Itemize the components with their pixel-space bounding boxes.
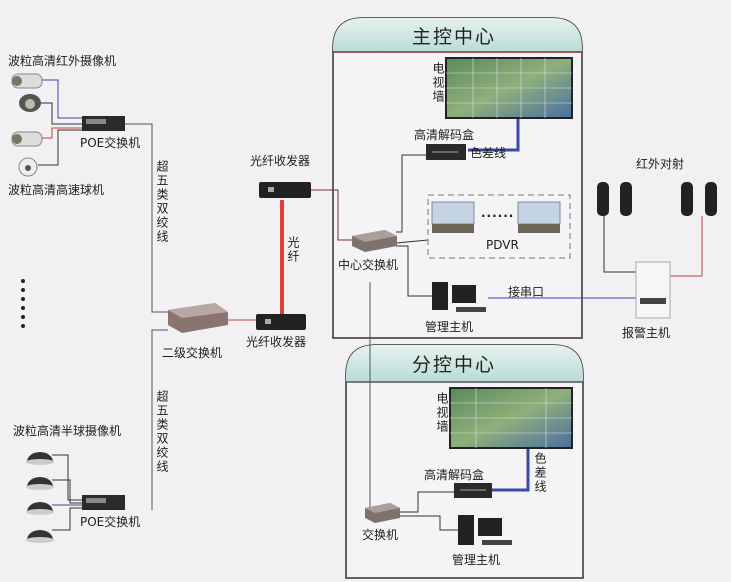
fiber-label: 光纤 [286,236,300,264]
fiber-transceiver-label: 光纤收发器 [246,335,307,349]
poe-switch-icon [82,116,125,131]
decoder-box-icon [426,144,466,160]
cables [38,79,703,531]
decoder-label: 高清解码盒 [424,468,485,482]
cat5e-label: 超五类双绞线 [155,160,169,244]
switch-icon [365,503,400,523]
tv-wall-label: 电视墙 [431,62,445,104]
ir-camera-label: 波粒高清红外摄像机 [8,54,117,68]
serial-port-label: 接串口 [508,285,545,299]
fiber-transceiver-label: 光纤收发器 [250,154,311,168]
poe-switch-label: POE交换机 [80,515,141,529]
poe-switch-label: POE交换机 [80,136,141,150]
pdvr-ellipsis: ...... [481,206,515,220]
decoder-box-icon [454,483,492,498]
ir-camera-icon [11,131,43,147]
cat5e-label: 超五类双绞线 [155,390,169,474]
switch-label: 交换机 [362,528,399,542]
tv-wall-label: 电视墙 [435,392,449,434]
pdvr-icon [431,201,475,233]
fiber-transceiver-icon [256,314,306,330]
pdvr-label: PDVR [486,238,519,252]
management-host-label: 管理主机 [452,553,501,567]
alarm-host-icon [635,261,671,319]
second-switch-icon [168,303,228,333]
speed-dome-label: 波粒高清高速球机 [8,183,105,197]
alarm-host-label: 报警主机 [622,326,671,340]
video-wall-icon [449,387,573,449]
speed-dome-icon [18,157,38,177]
ir-camera-icon [11,73,43,89]
management-pc-icon [458,515,512,545]
component-cable-label: 色差线 [470,146,507,160]
main-center-title: 主控中心 [412,26,497,48]
video-wall-icon [445,57,573,119]
second-switch-label: 二级交换机 [162,346,223,360]
decoder-label: 高清解码盒 [414,128,475,142]
pdvr-group-box [427,194,571,259]
ir-beam-detector-icon [597,182,717,216]
dome-camera-label: 波粒高清半球摄像机 [13,424,122,438]
more-devices-dots [21,279,25,328]
sub-center-title: 分控中心 [412,354,497,376]
fiber-transceiver-icon [259,182,311,198]
ir-beam-label: 红外对射 [636,157,685,171]
management-host-label: 管理主机 [425,320,474,334]
component-cable-label: 色差线 [533,452,547,494]
pdvr-icon [517,201,561,233]
dome-camera-icon [19,94,41,112]
management-pc-icon [432,282,486,312]
dome-camera-icon [26,452,54,543]
center-switch-label: 中心交换机 [338,258,399,272]
poe-switch-icon [82,495,125,510]
center-switch-icon [352,230,397,252]
